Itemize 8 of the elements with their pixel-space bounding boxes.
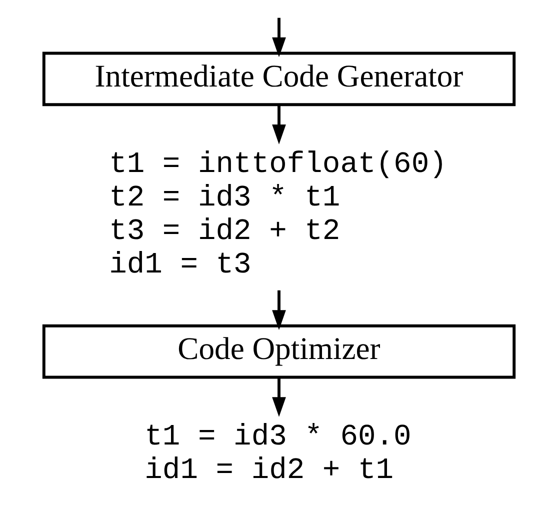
arrow: [272, 105, 286, 144]
node-box: Intermediate Code Generator: [42, 52, 516, 106]
node-text: t1 = inttofloat(60) t2 = id3 * t1 t3 = id2 + t2 id1 = t3: [108, 146, 446, 282]
node-box: Code Optimizer: [42, 324, 516, 379]
node-text: t1 = id3 * 60.0 id1 = id2 + t1: [144, 419, 411, 487]
arrow: [272, 290, 286, 330]
arrow: [272, 18, 286, 58]
arrow: [272, 377, 286, 417]
